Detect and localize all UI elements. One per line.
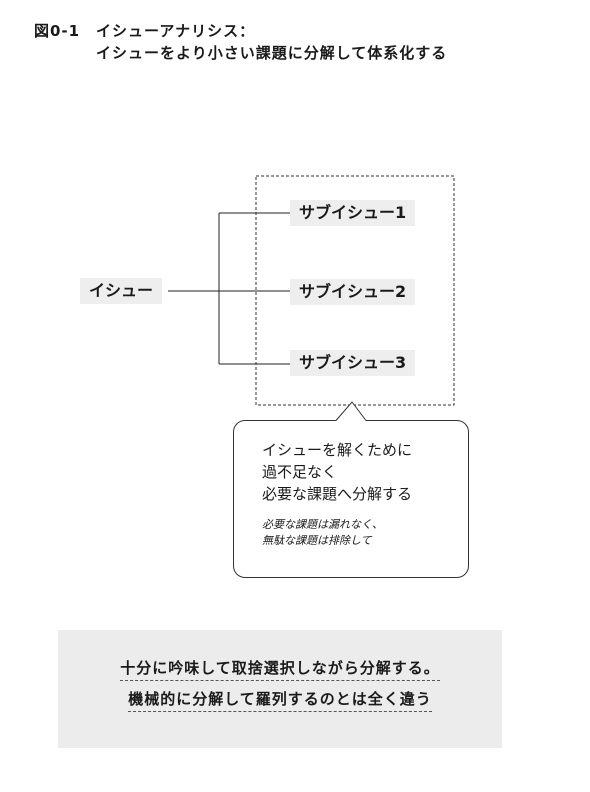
callout-main-line: 必要な課題へ分解する — [262, 485, 413, 503]
sub-issue-2-node: サブイシュー2 — [290, 279, 416, 305]
callout-note-line: 無駄な課題は排除して — [262, 534, 372, 547]
figure-title: 図0-1 イシューアナリシス： イシューをより小さい課題に分解して体系化する — [34, 20, 447, 64]
figure-title-line1: イシューアナリシス： — [96, 22, 256, 40]
sub-issue-1-node: サブイシュー1 — [290, 200, 416, 226]
issue-node: イシュー — [80, 278, 163, 304]
figure-number: 図0-1 — [34, 22, 81, 40]
figure-title-line2: イシューをより小さい課題に分解して体系化する — [96, 44, 448, 62]
callout-bubble: イシューを解くために 過不足なく 必要な課題へ分解する 必要な課題は漏れなく、 … — [233, 420, 469, 578]
summary-line: 機械的に分解して羅列するのとは全く違う — [128, 687, 432, 712]
callout-main-line: 過不足なく — [262, 463, 338, 481]
sub-issue-group-border — [255, 175, 455, 406]
summary-box: 十分に吟味して取捨選択しながら分解する。 機械的に分解して羅列するのとは全く違う — [58, 630, 502, 748]
callout-main-text: イシューを解くために 過不足なく 必要な課題へ分解する — [262, 439, 468, 505]
callout-main-line: イシューを解くために — [262, 441, 413, 459]
sub-issue-3-node: サブイシュー3 — [290, 350, 416, 376]
summary-line: 十分に吟味して取捨選択しながら分解する。 — [120, 656, 440, 681]
callout-note: 必要な課題は漏れなく、 無駄な課題は排除して — [262, 517, 468, 549]
callout-note-line: 必要な課題は漏れなく、 — [262, 518, 383, 531]
